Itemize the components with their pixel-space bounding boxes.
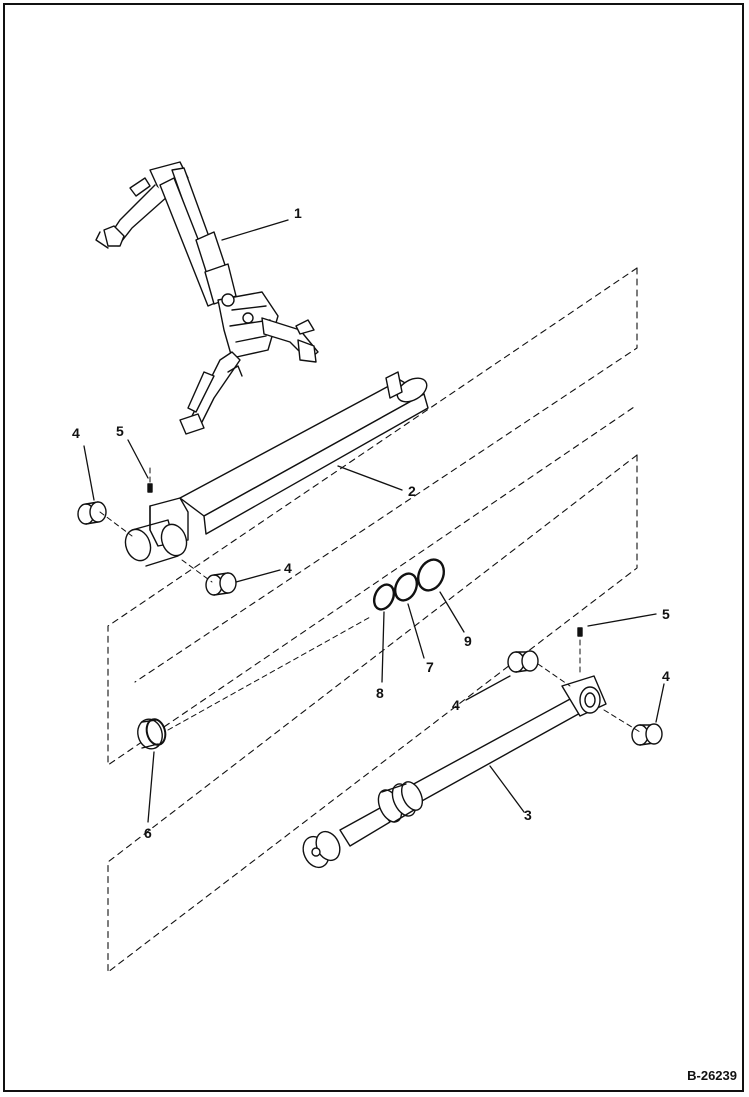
callout-4-upper-left: 4 (72, 425, 80, 441)
grease-fitting-lower (577, 627, 583, 637)
bushing-lower-right (631, 723, 663, 746)
callout-6: 6 (144, 825, 152, 841)
page-border (3, 3, 744, 1092)
drawing-reference-number: B-26239 (687, 1068, 737, 1083)
callout-4-lower-left: 4 (452, 697, 460, 713)
callout-8: 8 (376, 685, 384, 701)
bushing-upper-right (205, 572, 237, 596)
callout-2: 2 (408, 483, 416, 499)
grease-fitting-upper (147, 483, 153, 493)
gland-nut-illustration (137, 718, 167, 750)
seal-ring-7 (393, 572, 419, 602)
bushing-upper-left (77, 501, 107, 525)
cylinder-rod-illustration (302, 675, 607, 869)
callout-4-lower-right: 4 (662, 668, 670, 684)
boom-assembly-illustration (95, 161, 319, 435)
callout-1: 1 (294, 205, 302, 221)
callout-9: 9 (464, 633, 472, 649)
callout-7: 7 (426, 659, 434, 675)
seal-ring-8 (372, 583, 396, 611)
callout-3: 3 (524, 807, 532, 823)
cylinder-barrel-illustration (124, 371, 429, 567)
centre-lines (99, 467, 641, 733)
o-ring-9 (416, 558, 446, 592)
assembly-dashed-outlines (107, 267, 638, 973)
callout-4-upper-right: 4 (284, 560, 292, 576)
leader-lines (83, 219, 665, 823)
callout-5-lower: 5 (662, 606, 670, 622)
bushing-lower-left (507, 650, 539, 673)
callout-5-upper: 5 (116, 423, 124, 439)
